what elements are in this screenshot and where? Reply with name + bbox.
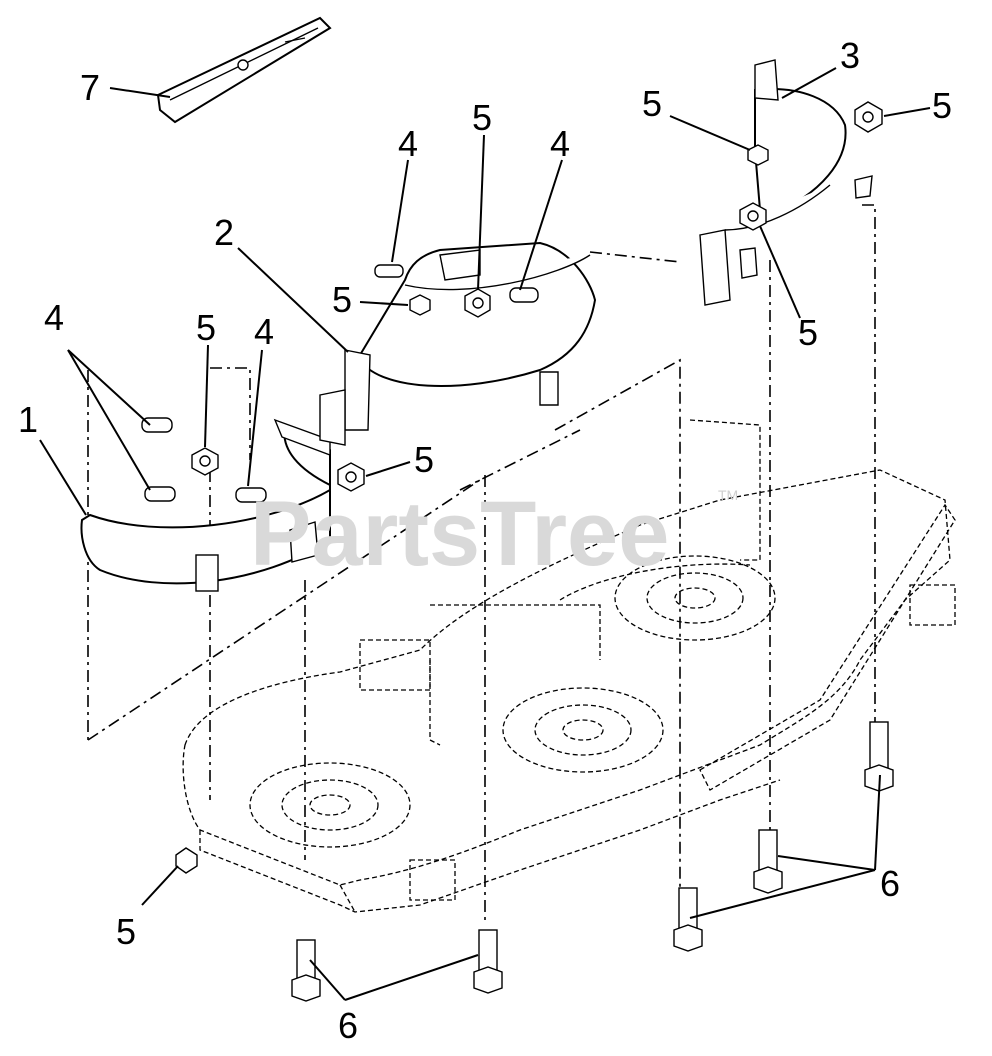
callout-4-left-shield: 4 — [254, 311, 274, 352]
watermark: PartsTree TM — [250, 483, 738, 585]
nut-5d — [337, 462, 365, 492]
bolts-4 — [141, 264, 539, 503]
nut-5c — [191, 447, 219, 476]
callout-7: 7 — [80, 67, 100, 108]
nut-5e — [747, 144, 769, 166]
hex-bolt-a — [291, 939, 321, 1002]
mower-deck — [182, 419, 956, 913]
bolt-4c — [141, 417, 173, 433]
callout-5-right-lower: 5 — [798, 312, 818, 353]
bolt-4a — [374, 264, 404, 278]
leader-lines — [39, 67, 931, 1001]
callout-5-left-nut: 5 — [414, 439, 434, 480]
nut-5h — [175, 847, 198, 874]
callout-labels: 7 2 3 4 4 4 4 1 5 5 5 5 5 5 5 5 6 6 — [18, 35, 952, 1046]
callout-6-right: 6 — [880, 863, 900, 904]
callout-5-right-top: 5 — [642, 83, 662, 124]
center-blade-shield — [319, 241, 597, 446]
flange-nuts — [175, 101, 883, 874]
callout-4-left: 4 — [44, 297, 64, 338]
bolt-4d — [144, 486, 176, 502]
hex-bolt-c — [673, 887, 703, 952]
watermark-tm: TM — [718, 487, 738, 503]
nut-5a — [409, 294, 431, 316]
callout-2: 2 — [214, 212, 234, 253]
bolt-4e — [235, 487, 267, 503]
callout-6-bottom: 6 — [338, 1005, 358, 1046]
hex-bolts — [291, 721, 894, 1002]
assembly-lines — [87, 204, 876, 920]
left-blade-shield — [80, 418, 331, 592]
callout-5-bottom-left: 5 — [116, 911, 136, 952]
callout-4-center-left: 4 — [398, 123, 418, 164]
bolt-4b — [509, 287, 539, 303]
hex-bolt-b — [473, 929, 503, 994]
callout-5-far-right: 5 — [932, 85, 952, 126]
nut-5g — [854, 101, 883, 133]
watermark-text: PartsTree — [250, 483, 669, 585]
callout-5-left-shield: 5 — [196, 307, 216, 348]
callout-1: 1 — [18, 399, 38, 440]
nut-5b — [464, 288, 491, 318]
callout-4-center-right: 4 — [550, 123, 570, 164]
callout-5-center-left: 5 — [332, 279, 352, 320]
callout-3: 3 — [840, 35, 860, 76]
nut-5f — [739, 202, 767, 231]
mower-blade — [156, 16, 332, 124]
callout-5-center-top: 5 — [472, 97, 492, 138]
hex-bolt-d — [753, 829, 783, 894]
